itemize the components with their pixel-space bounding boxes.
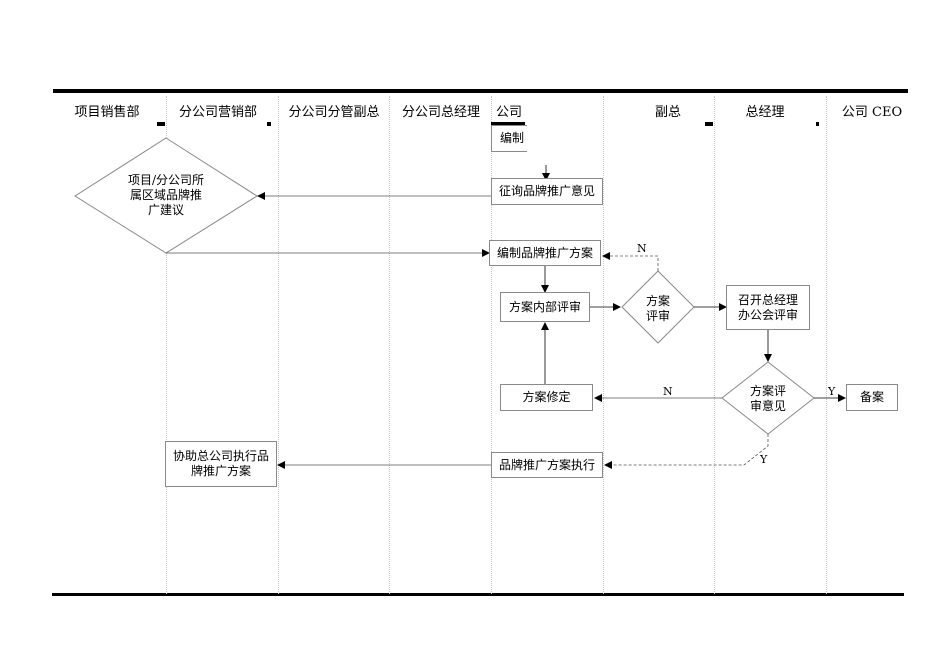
branch-label-n: N <box>663 385 673 398</box>
execute-box: 品牌推广方案执行 <box>491 452 603 478</box>
lane-divider <box>714 96 715 594</box>
plan-review-diamond <box>621 270 695 344</box>
gm-meeting-box: 召开总经理 办公会评审 <box>726 285 810 330</box>
lane-header-vp: 副总 <box>654 105 681 120</box>
solicit-opinion-box: 征询品牌推广意见 <box>491 178 603 205</box>
arrow-opinion-y-to-execute <box>604 434 769 469</box>
lane-header-ceo: 公司 CEO <box>841 105 903 120</box>
lane-header-branch-gm: 分公司总经理 <box>401 105 480 120</box>
branch-label-y: Y <box>828 385 836 398</box>
lane-tick <box>705 122 713 126</box>
branch-label-n: N <box>637 242 647 255</box>
lane-divider <box>389 96 390 594</box>
lane-divider <box>826 96 827 594</box>
top-rule <box>53 89 908 93</box>
lane-divider <box>603 96 604 594</box>
lane-tick <box>816 122 819 126</box>
lane-header-company: 公司 <box>496 105 523 120</box>
review-opinion-text: 方案评 审意见 <box>749 384 786 413</box>
lane-divider <box>491 96 492 594</box>
lane-tick <box>267 122 271 126</box>
compile-plan-box: 编制品牌推广方案 <box>489 240 601 266</box>
assist-execution-box: 协助总公司执行品 牌推广方案 <box>165 441 277 487</box>
lane-header-branch-vp: 分公司分管副总 <box>288 105 380 120</box>
regional-proposal-text: 项目/分公司所 属区域品牌推 广建议 <box>127 173 205 217</box>
lane-header-project-sales: 项目销售部 <box>74 105 140 120</box>
lane-header-gm: 总经理 <box>745 105 785 120</box>
lane-tick <box>157 122 165 126</box>
draft-partial-box: 编制 <box>491 125 527 152</box>
lane-tick <box>491 122 525 126</box>
branch-label-y: Y <box>760 453 768 466</box>
internal-review-box: 方案内部评审 <box>500 292 590 322</box>
bottom-rule <box>52 593 904 596</box>
lane-divider <box>278 96 279 594</box>
arrow-review-n-to-compile <box>602 252 659 271</box>
revise-box: 方案修定 <box>500 384 593 411</box>
archive-box: 备案 <box>846 384 898 411</box>
lane-header-branch-marketing: 分公司营销部 <box>178 105 257 120</box>
lane-divider <box>166 96 167 594</box>
plan-review-text: 方案 评审 <box>645 294 670 323</box>
